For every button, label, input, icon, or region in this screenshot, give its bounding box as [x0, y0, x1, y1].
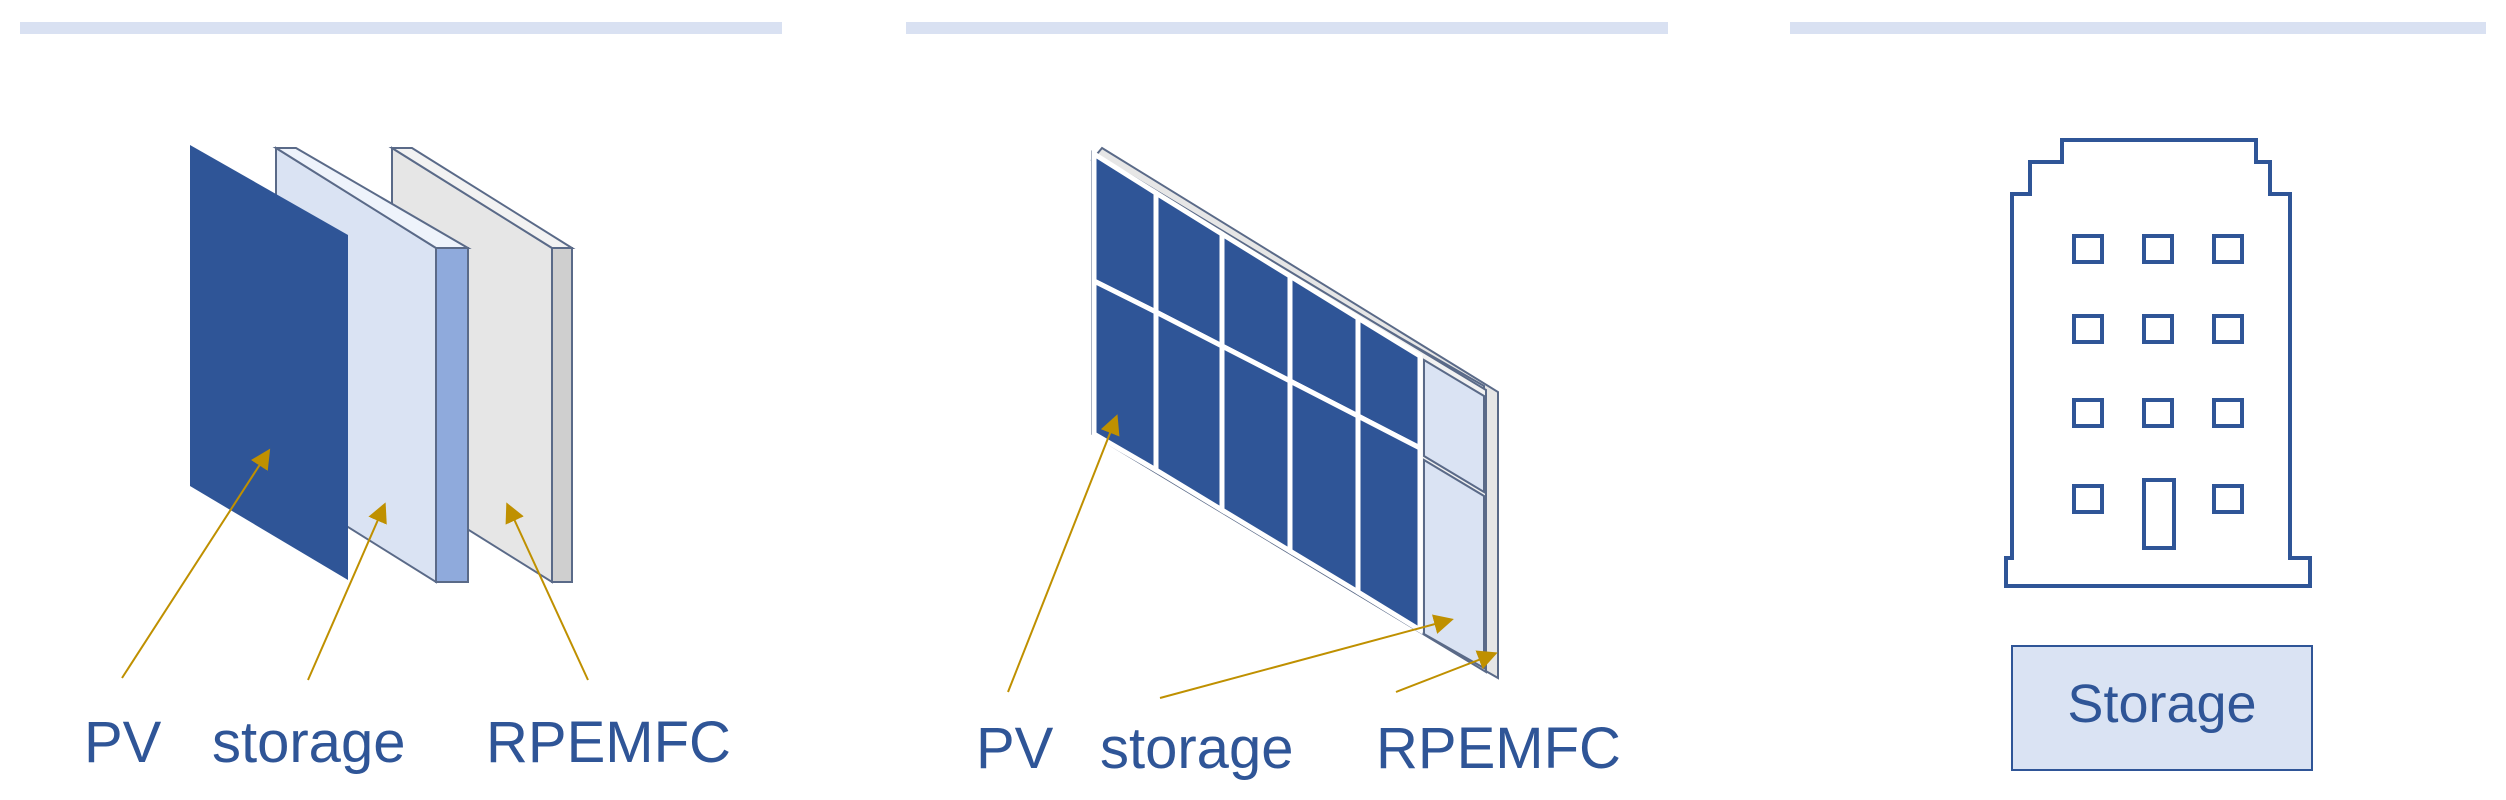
- arrow-rpemfc-1: [505, 502, 589, 681]
- arrow-rpemfc-2: [1395, 650, 1498, 693]
- panel-1-labels: PV storage RPEMFC: [84, 710, 731, 775]
- label-storage-2: storage: [1100, 716, 1293, 781]
- panel-1-arrows: [121, 448, 589, 681]
- label-rpemfc-1: RPEMFC: [486, 710, 731, 775]
- header-bars: [20, 22, 2486, 34]
- arrow-storage-1: [307, 502, 387, 681]
- label-pv-1: PV: [84, 710, 162, 775]
- label-storage-1: storage: [212, 710, 405, 775]
- panel-2-arrows: [1007, 414, 1498, 699]
- label-pv-2: PV: [976, 716, 1054, 781]
- building-icon: [2004, 138, 2312, 588]
- pv-cells: [1091, 149, 1423, 635]
- storage-box-rect: [2011, 645, 2313, 771]
- storage-cells: [1423, 358, 1485, 670]
- panel-2-labels: PV storage RPEMFC: [976, 716, 1621, 781]
- arrow-pv-2: [1007, 414, 1120, 693]
- header-bar-panel-3: [1790, 22, 2486, 34]
- panel-2-module: [1090, 146, 1499, 680]
- storage-box-label: Storage: [2067, 674, 2256, 734]
- header-bar-panel-1: [20, 22, 782, 34]
- arrow-storage-2: [1159, 614, 1454, 699]
- storage-box: Storage: [2011, 645, 2313, 771]
- arrow-pv-1: [121, 448, 271, 679]
- header-bar-panel-2: [906, 22, 1668, 34]
- pv-layer: [190, 145, 348, 580]
- label-rpemfc-2: RPEMFC: [1376, 716, 1621, 781]
- panel-1-layer-stack: [190, 145, 576, 584]
